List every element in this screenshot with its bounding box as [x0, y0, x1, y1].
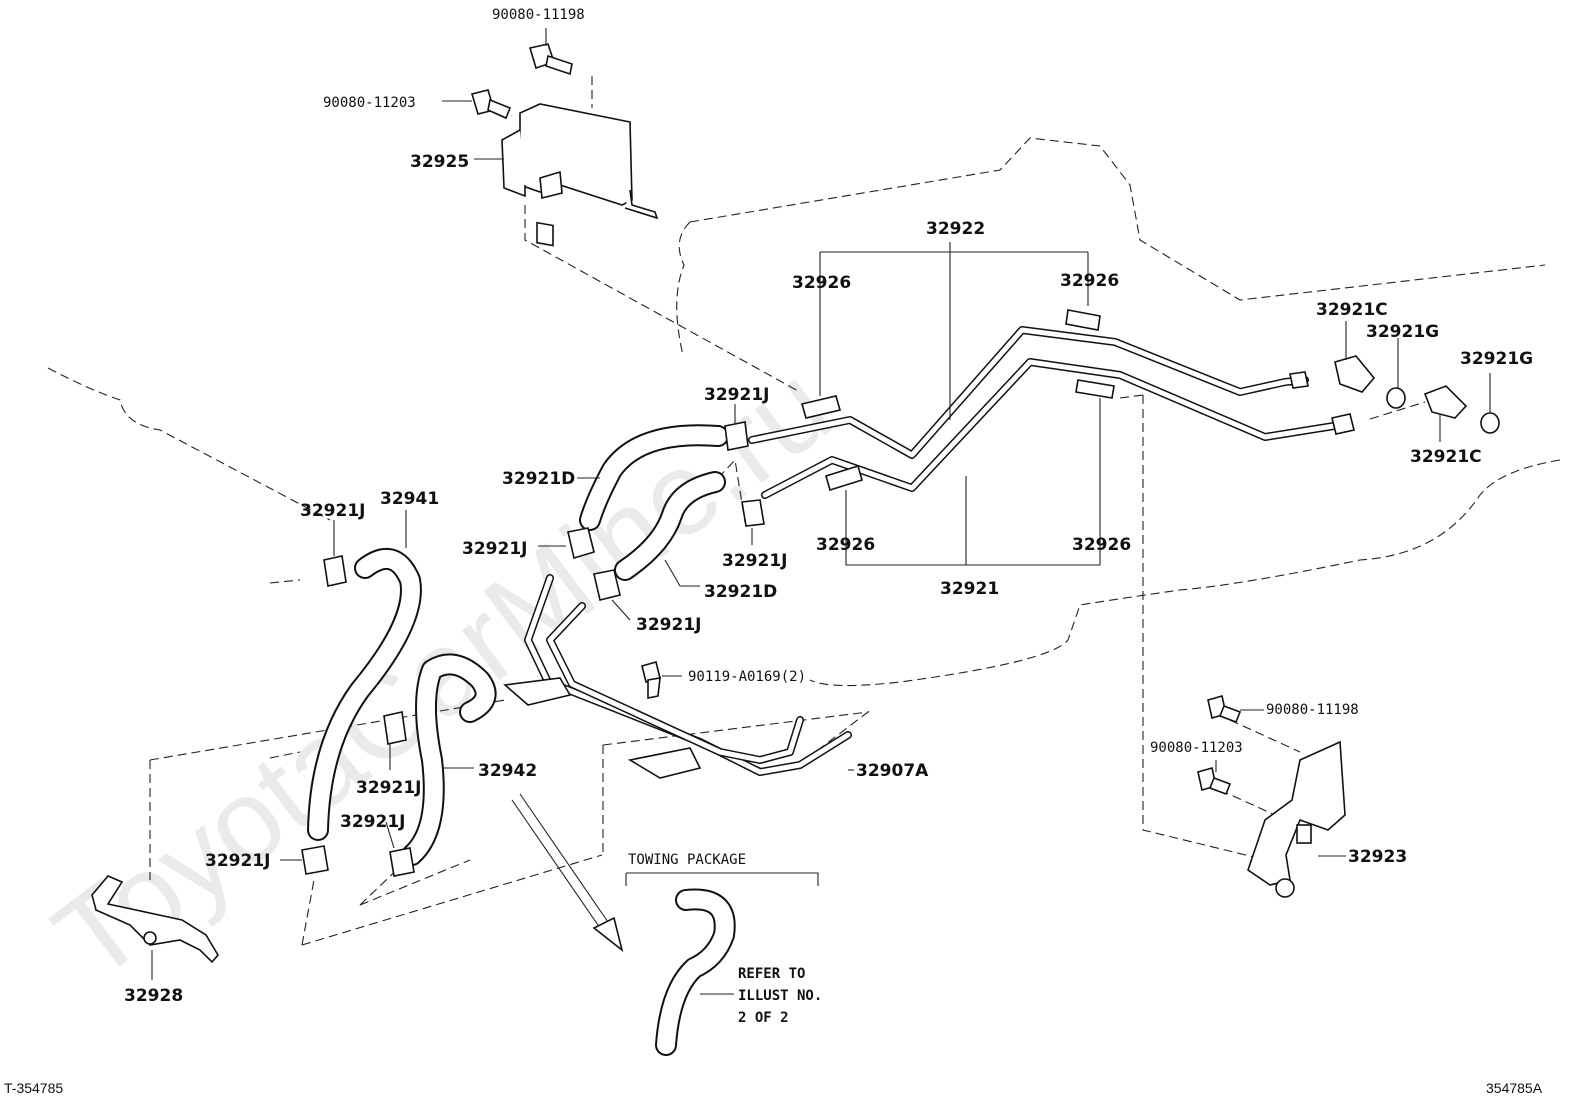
- bracket-32925[interactable]: [501, 103, 659, 247]
- label-bolt-top-2: 90080-11203: [323, 95, 416, 111]
- label-pipe-07a: 32907A: [856, 761, 929, 781]
- bolt-right-2[interactable]: [1197, 766, 1232, 796]
- label-pipe-assy-lower: 32921: [940, 579, 999, 599]
- pipe-32907a[interactable]: [503, 574, 852, 779]
- towing-package-hose[interactable]: [655, 888, 736, 1056]
- label-bracket-right: 32923: [1348, 847, 1407, 867]
- label-union-a: 32921C: [1316, 300, 1388, 320]
- label-bracket-top: 32925: [410, 152, 469, 172]
- label-clamp-h: 32921J: [205, 851, 270, 871]
- label-hose-42: 32942: [478, 761, 537, 781]
- label-clamp-c: 32921J: [462, 539, 527, 559]
- cushions-32926[interactable]: [801, 309, 1115, 492]
- note-line-3: 2 OF 2: [738, 1010, 789, 1026]
- bracket-32923[interactable]: [1247, 740, 1346, 898]
- label-hose-d-upper: 32921D: [502, 469, 575, 489]
- label-bolt-top-1: 90080-11198: [492, 7, 585, 23]
- label-cushion-b: 32926: [1060, 271, 1119, 291]
- label-bracket-28: 32928: [124, 986, 183, 1006]
- bolt-top-1[interactable]: [528, 43, 573, 76]
- label-hose-d-lower: 32921D: [704, 582, 777, 602]
- label-clamp-g: 32921J: [340, 812, 405, 832]
- pipe-assembly-32922[interactable]: [748, 326, 1309, 459]
- bolt-top-2[interactable]: [470, 89, 512, 120]
- label-gasket-b: 32921G: [1460, 349, 1533, 369]
- refer-arrow: [511, 793, 624, 953]
- label-clamp-e: 32921J: [636, 615, 701, 635]
- footer-left: T-354785: [4, 1080, 63, 1096]
- union-fittings[interactable]: [1289, 355, 1500, 435]
- hose-32942[interactable]: [401, 653, 497, 866]
- towing-package-label: TOWING PACKAGE: [628, 852, 746, 868]
- bolt-right-1[interactable]: [1207, 694, 1242, 724]
- leader-lines: [151, 28, 1491, 995]
- label-union-b: 32921C: [1410, 447, 1482, 467]
- label-gasket-a: 32921G: [1366, 322, 1439, 342]
- note-line-1: REFER TO: [738, 966, 805, 982]
- label-pipe-assy-upper: 32922: [926, 219, 985, 239]
- towing-package-bracket: [625, 872, 819, 886]
- hose-32941[interactable]: [307, 548, 422, 841]
- label-clamp-b: 32921J: [300, 501, 365, 521]
- label-clamp-a: 32921J: [704, 385, 769, 405]
- label-clamp-f: 32921J: [356, 778, 421, 798]
- note-line-2: ILLUST NO.: [738, 988, 822, 1004]
- hose-32921d-upper[interactable]: [579, 424, 729, 531]
- hose-32921d-lower[interactable]: [614, 471, 726, 581]
- label-clamp-d: 32921J: [722, 551, 787, 571]
- label-cushion-a: 32926: [792, 273, 851, 293]
- bracket-32928[interactable]: [91, 875, 219, 964]
- bolt-mid[interactable]: [641, 661, 661, 699]
- label-cushion-d: 32926: [1072, 535, 1131, 555]
- pipe-assembly-32921[interactable]: [761, 358, 1344, 499]
- label-bolt-right-1: 90080-11198: [1266, 702, 1359, 718]
- label-bolt-mid: 90119-A0169(2): [688, 669, 806, 685]
- footer-right: 354785A: [1486, 1080, 1543, 1096]
- label-hose-41: 32941: [380, 489, 439, 509]
- label-cushion-c: 32926: [816, 535, 875, 555]
- clamps-32921j[interactable]: [301, 421, 765, 877]
- label-bolt-right-2: 90080-11203: [1150, 740, 1243, 756]
